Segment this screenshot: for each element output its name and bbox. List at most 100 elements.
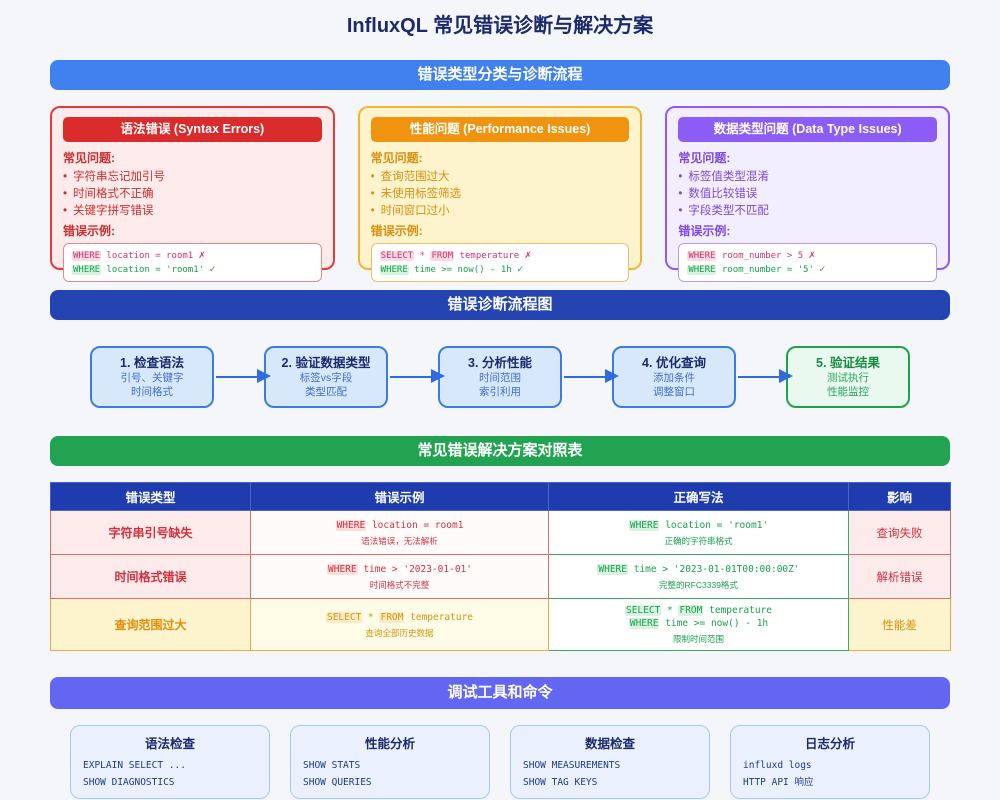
- card-data-type-issues: 数据类型问题 (Data Type Issues) 常见问题: 标签值类型混淆 …: [665, 106, 951, 282]
- card-syntax-errors: 语法错误 (Syntax Errors) 常见问题: 字符串忘记加引号 时间格式…: [50, 106, 335, 282]
- solution-table: 错误类型 错误示例 正确写法 影响 字符串引号缺失 WHERE location…: [50, 482, 951, 651]
- impact-cell: 解析错误: [848, 554, 951, 599]
- tool-card-title: 数据检查: [584, 737, 635, 751]
- tool-card-title: 日志分析: [804, 737, 855, 751]
- check-icon: ✓: [517, 264, 524, 275]
- problem-item: 查询范围过大: [371, 169, 630, 186]
- problem-item: 时间窗口过小: [371, 203, 630, 220]
- section-banner-flow: 错误诊断流程图: [50, 290, 950, 320]
- col-header-impact: 影响: [848, 482, 951, 511]
- code-example-box: WHERE location = room1 ✗ WHERE location …: [63, 243, 322, 282]
- section-banner-tools: 调试工具和命令: [50, 677, 950, 709]
- error-cross-icon: ✗: [808, 248, 816, 261]
- problem-list: 标签值类型混淆 数值比较错误 字段类型不匹配: [678, 169, 937, 220]
- flow-step-line: 引号、关键字: [120, 372, 184, 384]
- error-cross-icon: ✗: [524, 248, 532, 261]
- flow-step-line: 类型匹配: [305, 386, 347, 398]
- table-row: 时间格式错误 WHERE time > '2023-01-01' 时间格式不完整…: [50, 554, 951, 599]
- section-banner-classification: 错误类型分类与诊断流程: [50, 60, 950, 90]
- bad-example-cell: WHERE location = room1 语法错误，无法解析: [250, 510, 549, 555]
- bad-example-cell: SELECT * FROM temperature 查询全部历史数据: [250, 598, 549, 651]
- flow-step-line: 索引利用: [479, 386, 521, 398]
- tool-card-title: 性能分析: [364, 737, 415, 751]
- tool-card-title: 语法检查: [144, 737, 195, 751]
- flow-step-line: 测试执行: [827, 372, 869, 384]
- impact-cell: 性能差: [848, 598, 951, 651]
- flow-arrow-icon: [390, 370, 445, 382]
- col-header-bad-example: 错误示例: [250, 482, 549, 511]
- tool-card-syntax-check: 语法检查 EXPLAIN SELECT ... SHOW DIAGNOSTICS: [70, 725, 270, 799]
- section-banner-solution-table: 常见错误解决方案对照表: [50, 436, 950, 466]
- flow-step-title: 5. 验证结果: [816, 356, 880, 370]
- bad-code-line: WHERE location = room1 ✗: [72, 248, 206, 261]
- col-header-correct-form: 正确写法: [548, 482, 849, 511]
- tool-card-data-check: 数据检查 SHOW MEASUREMENTS SHOW TAG KEYS: [510, 725, 710, 799]
- tool-command: EXPLAIN SELECT ...: [83, 760, 186, 771]
- tool-command: SHOW STATS: [303, 760, 361, 771]
- problem-item: 标签值类型混淆: [678, 169, 937, 186]
- problem-item: 数值比较错误: [678, 186, 937, 203]
- error-example-label: 错误示例:: [63, 224, 115, 238]
- flow-step-line: 时间格式: [131, 386, 173, 398]
- bad-example-cell: WHERE time > '2023-01-01' 时间格式不完整: [250, 554, 549, 599]
- flow-step-verify-results: 5. 验证结果 测试执行 性能监控: [786, 346, 910, 408]
- card-data-type-issues-title: 数据类型问题 (Data Type Issues): [678, 117, 938, 142]
- tool-card-log-analysis: 日志分析 influxd logs HTTP API 响应: [730, 725, 930, 799]
- good-code-line: WHERE time >= now() - 1h ✓: [379, 264, 524, 275]
- col-header-error-type: 错误类型: [50, 482, 251, 511]
- card-performance-issues: 性能问题 (Performance Issues) 常见问题: 查询范围过大 未…: [357, 106, 643, 282]
- good-code-line: WHERE room_number = '5' ✓: [687, 264, 826, 275]
- tool-command: SHOW TAG KEYS: [523, 777, 598, 788]
- problem-item: 关键字拼写错误: [63, 203, 322, 220]
- flow-step-analyze-performance: 3. 分析性能 时间范围 索引利用: [438, 346, 562, 408]
- flow-step-title: 2. 验证数据类型: [281, 356, 371, 370]
- tool-command: SHOW MEASUREMENTS: [523, 760, 621, 771]
- problem-item: 字段类型不匹配: [678, 203, 937, 220]
- debug-tools: 语法检查 EXPLAIN SELECT ... SHOW DIAGNOSTICS…: [50, 725, 950, 799]
- problem-item: 未使用标签筛选: [371, 186, 630, 203]
- flow-step-line: 时间范围: [479, 372, 521, 384]
- card-syntax-errors-title: 语法错误 (Syntax Errors): [63, 117, 322, 142]
- flow-arrow-icon: [564, 370, 619, 382]
- error-type-cell: 时间格式错误: [50, 554, 251, 599]
- flow-arrow-icon: [738, 370, 793, 382]
- tool-command: SHOW DIAGNOSTICS: [83, 777, 175, 788]
- flow-step-verify-types: 2. 验证数据类型 标签vs字段 类型匹配: [264, 346, 388, 408]
- error-example-label: 错误示例:: [678, 224, 731, 238]
- error-type-cards: 语法错误 (Syntax Errors) 常见问题: 字符串忘记加引号 时间格式…: [50, 106, 951, 282]
- table-row: 查询范围过大 SELECT * FROM temperature 查询全部历史数…: [50, 598, 951, 651]
- bad-code-line: SELECT * FROM temperature ✗: [379, 248, 532, 261]
- flow-step-line: 性能监控: [827, 386, 869, 398]
- tool-card-performance-analysis: 性能分析 SHOW STATS SHOW QUERIES: [290, 725, 490, 799]
- code-example-box: WHERE room_number > 5 ✗ WHERE room_numbe…: [678, 243, 938, 282]
- flow-step-title: 1. 检查语法: [120, 356, 184, 370]
- common-problems-label: 常见问题:: [63, 151, 115, 165]
- common-problems-label: 常见问题:: [370, 151, 423, 165]
- code-example-box: SELECT * FROM temperature ✗ WHERE time >…: [370, 243, 630, 282]
- page-title: InfluxQL 常见错误诊断与解决方案: [346, 15, 654, 37]
- flow-step-line: 调整窗口: [653, 386, 695, 398]
- correct-form-cell: WHERE time > '2023-01-01T00:00:00Z' 完整的R…: [548, 554, 849, 599]
- flow-step-check-syntax: 1. 检查语法 引号、关键字 时间格式: [90, 346, 214, 408]
- tool-command: SHOW QUERIES: [303, 777, 372, 788]
- common-problems-label: 常见问题:: [678, 151, 731, 165]
- problem-item: 时间格式不正确: [63, 186, 322, 203]
- table-row: 字符串引号缺失 WHERE location = room1 语法错误，无法解析…: [50, 510, 951, 555]
- flow-step-line: 添加条件: [653, 372, 695, 384]
- problem-list: 查询范围过大 未使用标签筛选 时间窗口过小: [371, 169, 630, 220]
- flow-step-title: 4. 优化查询: [642, 356, 706, 370]
- good-code-line: WHERE location = 'room1' ✓: [72, 264, 216, 275]
- impact-cell: 查询失败: [848, 510, 951, 555]
- check-icon: ✓: [819, 264, 826, 275]
- flow-step-line: 标签vs字段: [299, 372, 353, 384]
- table-header-row: 错误类型 错误示例 正确写法 影响: [50, 482, 951, 511]
- bad-code-line: WHERE room_number > 5 ✗: [687, 248, 816, 261]
- tool-command: HTTP API 响应: [743, 777, 814, 788]
- error-type-cell: 查询范围过大: [50, 598, 251, 651]
- flow-arrow-icon: [216, 370, 271, 382]
- flow-step-title: 3. 分析性能: [468, 356, 532, 370]
- problem-item: 字符串忘记加引号: [63, 169, 322, 186]
- error-type-cell: 字符串引号缺失: [50, 510, 251, 555]
- problem-list: 字符串忘记加引号 时间格式不正确 关键字拼写错误: [63, 169, 322, 220]
- check-icon: ✓: [209, 264, 216, 275]
